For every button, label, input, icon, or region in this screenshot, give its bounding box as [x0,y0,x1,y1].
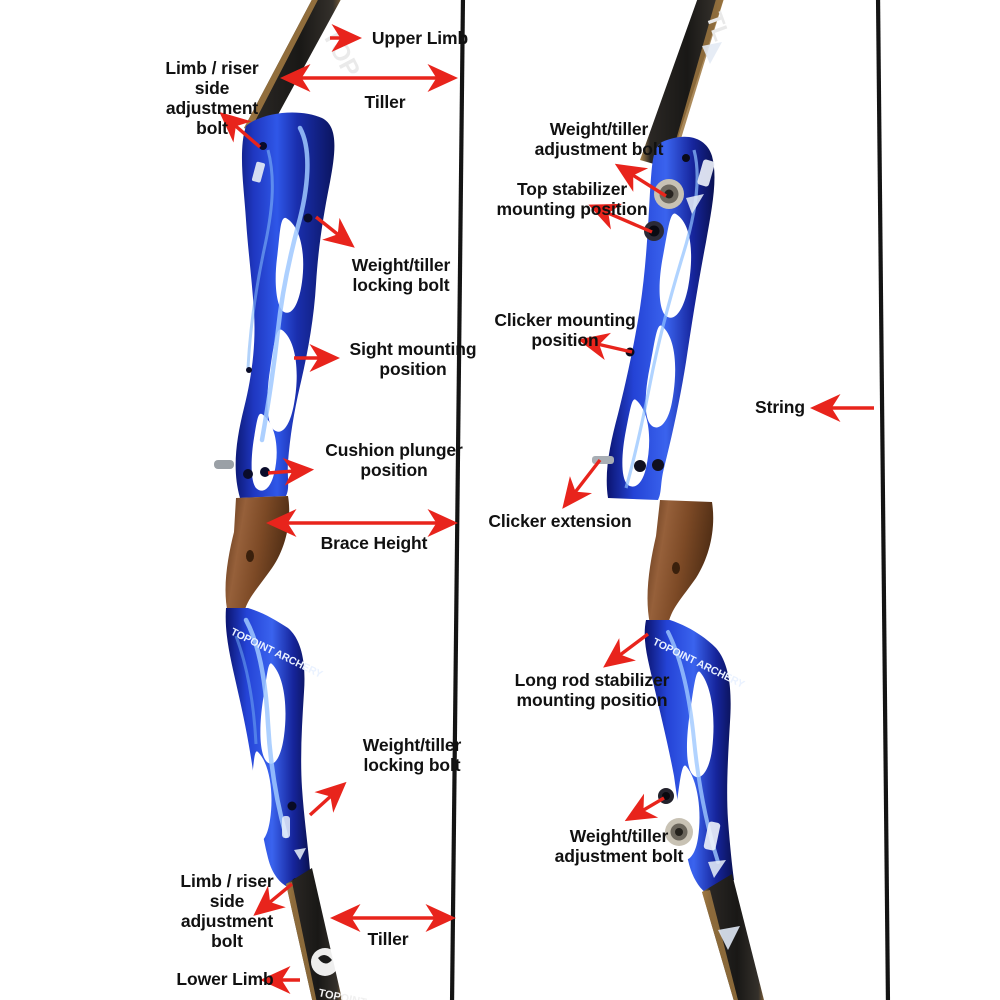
weight-tiller-locking-bolt-lower-hole [287,801,297,811]
arrow-limb-riser-bolt-lower [253,882,294,916]
cushion-plunger-hole-a [243,469,253,479]
bowstring-left [449,0,466,1000]
arrow-weight-tiller-locking-upper [314,215,355,248]
label-lower-limb: Lower Limb [176,969,274,989]
arrow-cushion-plunger [267,457,315,486]
limb-riser-side-adjustment-bolt-upper-hole [259,142,267,150]
long-rod-bushing-b [652,459,664,471]
label-string: String [755,397,805,417]
label-limb-riser-side-adjustment-bolt-upper: Limb / riser side adjustment bolt [165,58,259,138]
lower-riser-left: TOPOINT ARCHERY [225,608,324,888]
arrow-long-rod-stabilizer [603,632,650,668]
riser-small-hole-mid [246,367,252,373]
label-weight-tiller-adjustment-bolt-top: Weight/tiller adjustment bolt [534,119,664,159]
riser-right [592,136,715,500]
label-upper-limb: Upper Limb [371,28,469,48]
label-top-stabilizer-mounting-position: Top stabilizer mounting position [496,179,648,219]
arrow-top-stabilizer-mounting [588,203,653,234]
cushion-plunger-hole-b [260,467,270,477]
arrow-weight-tiller-locking-lower [308,781,347,817]
arrow-clicker-extension [562,458,602,509]
label-cushion-plunger-position: Cushion plunger position [325,440,463,480]
label-weight-tiller-adjustment-bolt-bottom: Weight/tiller adjustment bolt [554,826,684,866]
grip-right [647,500,714,626]
label-tiller-lower: Tiller [367,929,409,949]
arrow-limb-riser-bolt-upper [219,112,262,149]
label-sight-mounting-position: Sight mounting position [349,339,477,379]
arrow-weight-tiller-adjustment-top [614,163,667,198]
upper-limb-right: TL [640,0,735,168]
label-tiller-upper: Tiller [364,92,406,112]
arrow-weight-tiller-adjustment-bottom [624,793,665,822]
label-weight-tiller-locking-bolt-upper: Weight/tiller locking bolt [351,255,451,295]
long-rod-bushing-a [634,460,646,472]
label-clicker-mounting-position: Clicker mounting position [494,310,636,350]
lower-limb-right [702,874,764,1000]
label-brace-height: Brace Height [320,533,428,553]
arrow-clicker-mounting [578,332,633,361]
label-limb-riser-side-adjustment-bolt-lower: Limb / riser side adjustment bolt [180,871,274,951]
bowstring-right [875,0,891,1000]
plunger-pin-left [214,460,234,469]
weight-tiller-locking-bolt-upper-hole [303,213,313,223]
lower-limb-left: TOPOINT [286,868,368,1000]
label-clicker-extension: Clicker extension [488,511,632,531]
label-long-rod-stabilizer-mounting-position: Long rod stabilizer mounting position [514,670,670,710]
label-weight-tiller-locking-bolt-lower: Weight/tiller locking bolt [362,735,462,775]
